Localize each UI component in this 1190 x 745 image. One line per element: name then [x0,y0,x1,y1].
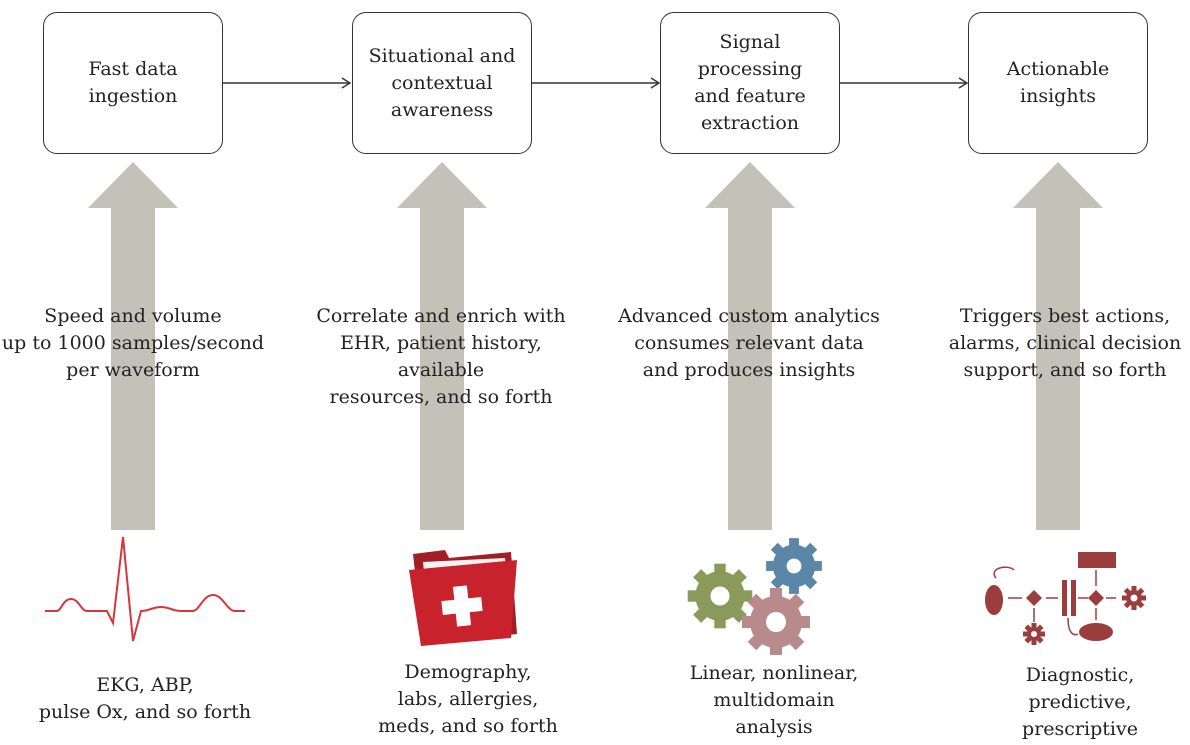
stage-caption: EKG, ABP, pulse Ox, and so forth [38,674,252,723]
medical-folder-icon [409,550,517,646]
stage-title: Actionable insights [1006,58,1110,107]
up-arrow-3 [705,162,795,530]
stage-description: Triggers best actions, alarms, clinical … [948,305,1182,381]
decision-flowchart-icon [985,552,1146,645]
stage-box-situational-awareness: Situational and contextual awareness [352,12,532,154]
stage-title: Situational and contextual awareness [368,44,516,121]
stage-box-signal-processing: Signal processing and feature extraction [660,12,840,154]
stage-title: Fast data ingestion [88,58,178,107]
up-arrow-2 [397,162,487,530]
up-arrow-1 [88,162,178,530]
stage-caption: Diagnostic, predictive, prescriptive [1022,664,1138,740]
up-arrow-4 [1013,162,1103,530]
gears-icon [687,538,822,655]
stage-caption: Linear, nonlinear, multidomain analysis [689,662,859,738]
stage-box-fast-data-ingestion: Fast data ingestion [43,12,223,154]
stage-caption: Demography, labs, allergies, meds, and s… [378,661,558,737]
stage-title: Signal processing and feature extraction [694,31,806,134]
stage-box-actionable-insights: Actionable insights [968,12,1148,154]
connector-arrow-3 [840,77,969,89]
connector-arrow-2 [532,77,661,89]
stage-description: Speed and volume up to 1000 samples/seco… [1,305,265,381]
stage-description: Correlate and enrich with EHR, patient h… [316,305,566,408]
stage-description: Advanced custom analytics consumes relev… [618,305,880,381]
connector-arrow-1 [223,77,352,89]
ekg-waveform-icon [45,536,245,642]
